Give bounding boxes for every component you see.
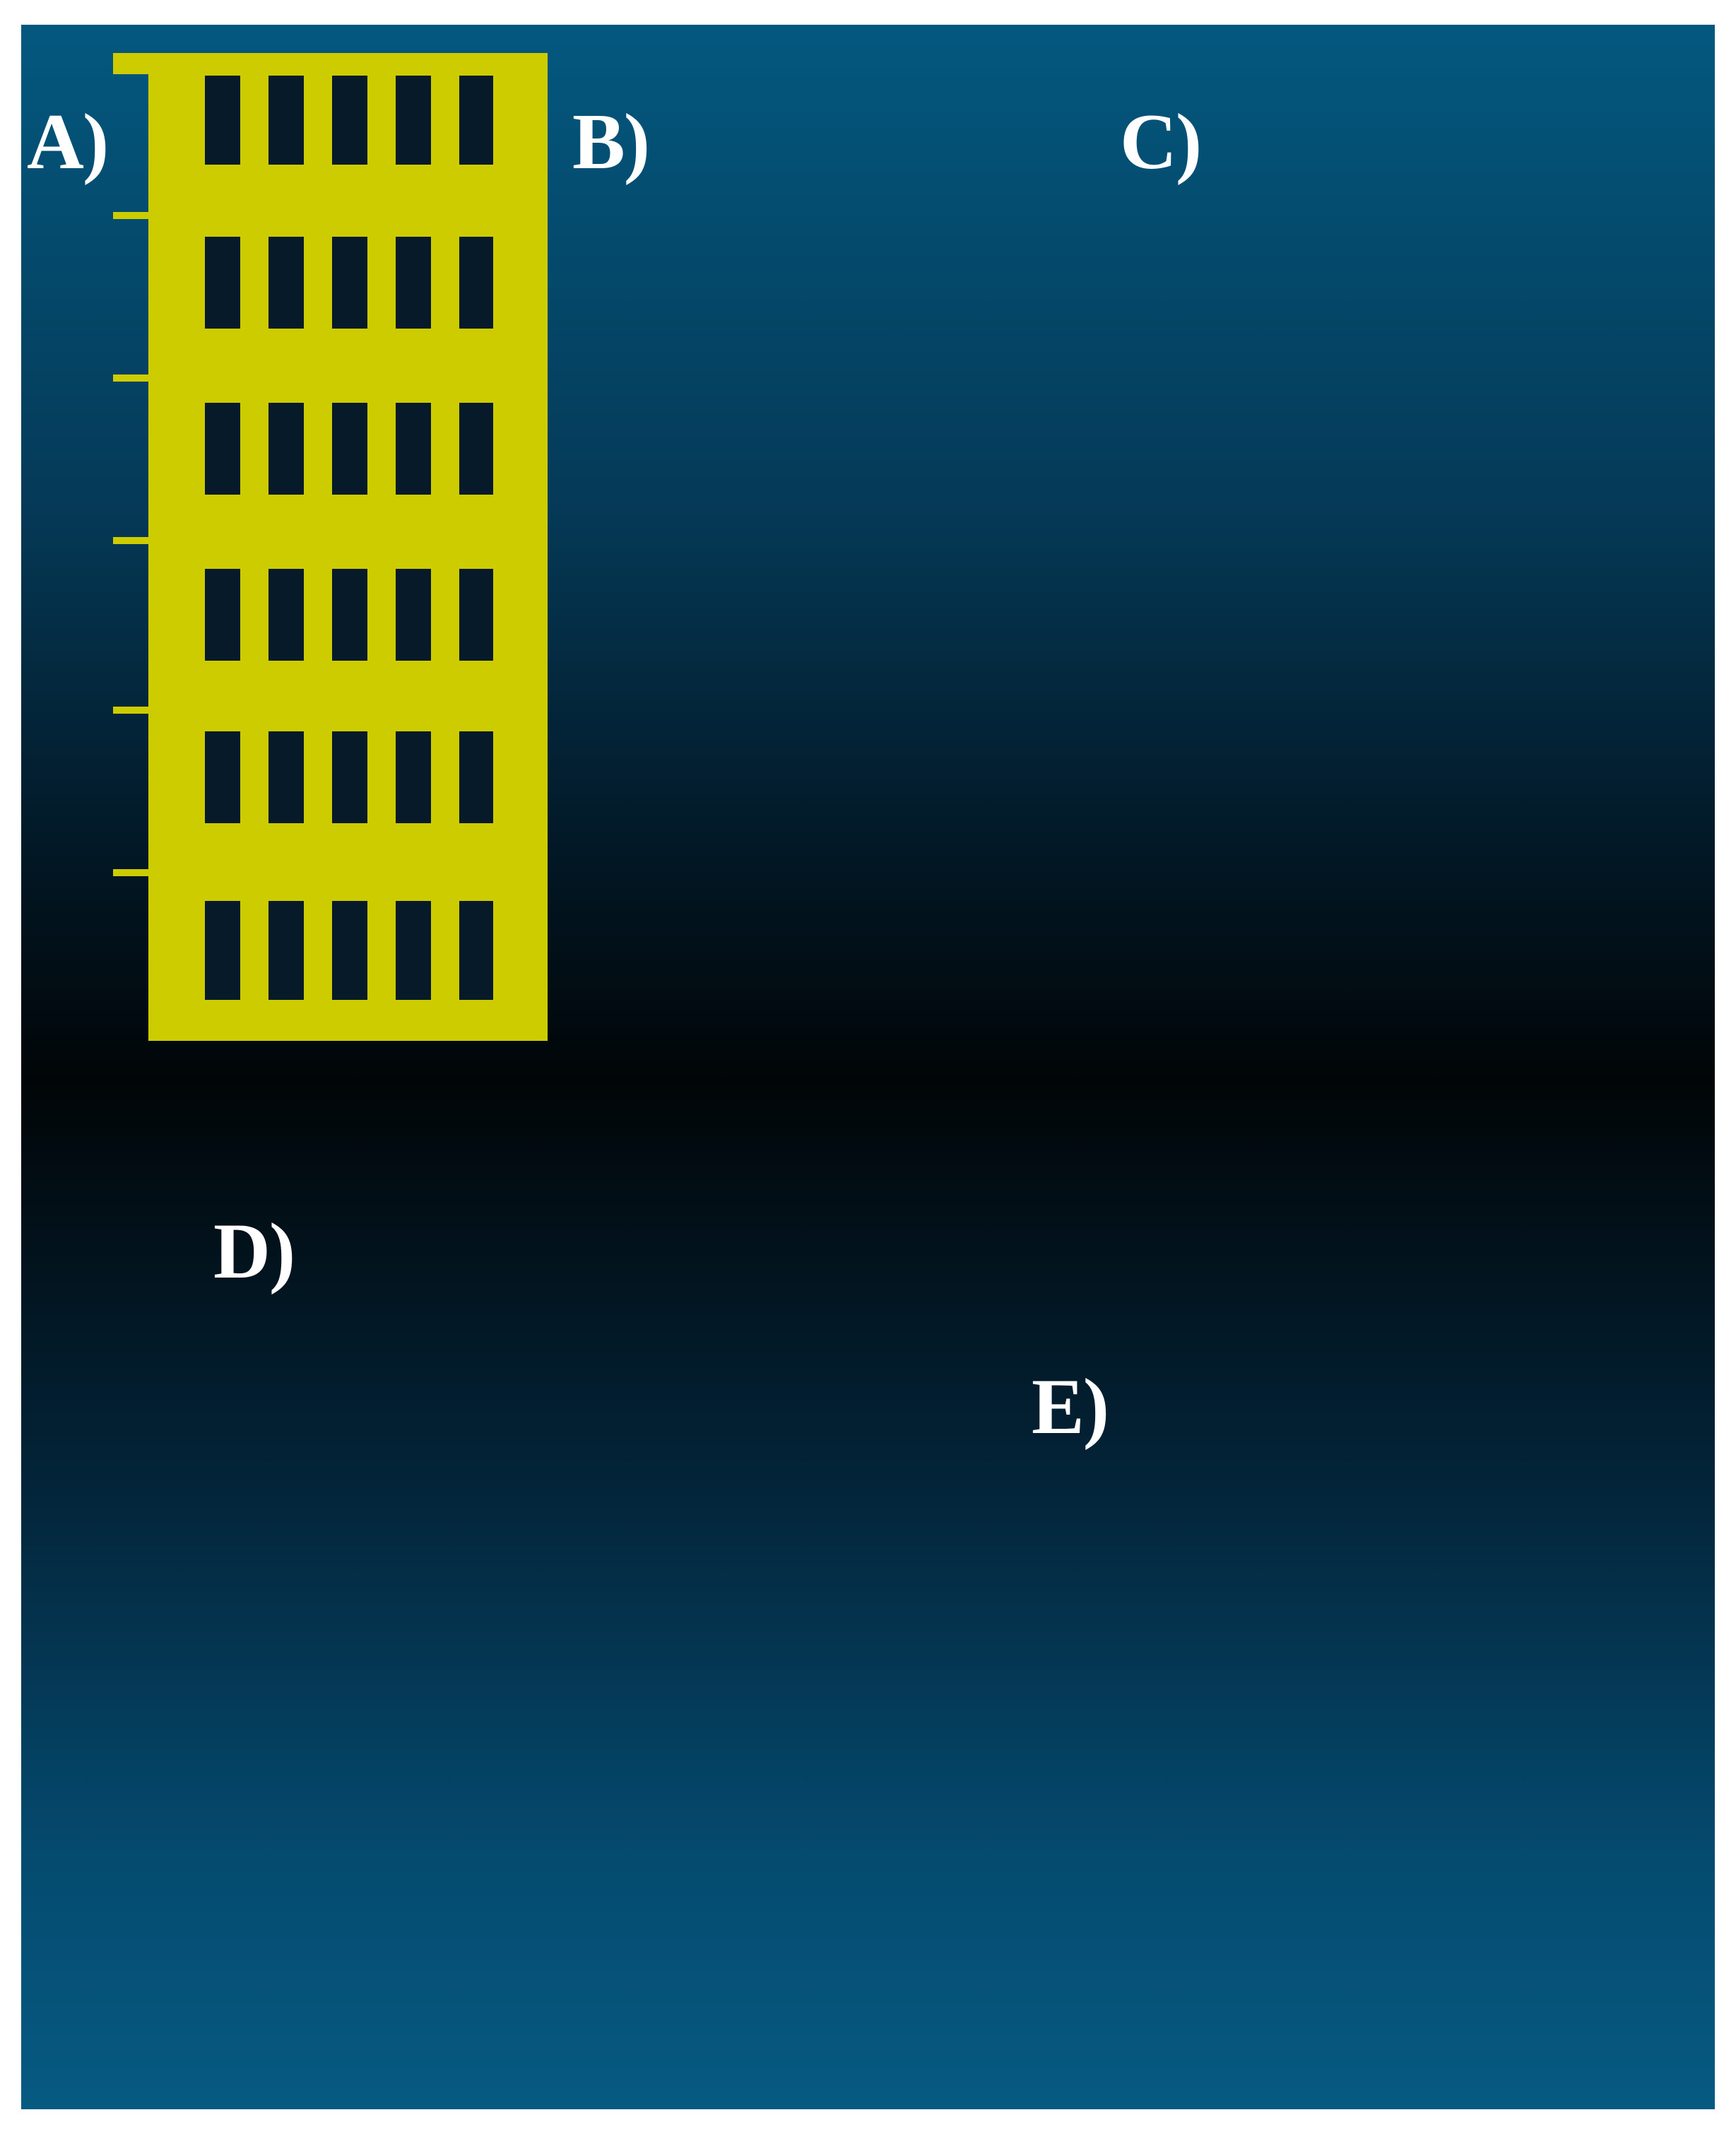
panel-label-c: C) [1120, 98, 1202, 186]
panel-a-model [113, 53, 548, 1041]
bottom-background [21, 1081, 1715, 2109]
panel-label-d: D) [213, 1208, 295, 1295]
panel-label-b: B) [572, 98, 650, 186]
figure-frame: A) B) C) D) E) [21, 25, 1715, 2109]
model-drawing [113, 53, 548, 1041]
panel-label-a: A) [27, 98, 109, 186]
panel-label-e: E) [1032, 1363, 1109, 1451]
